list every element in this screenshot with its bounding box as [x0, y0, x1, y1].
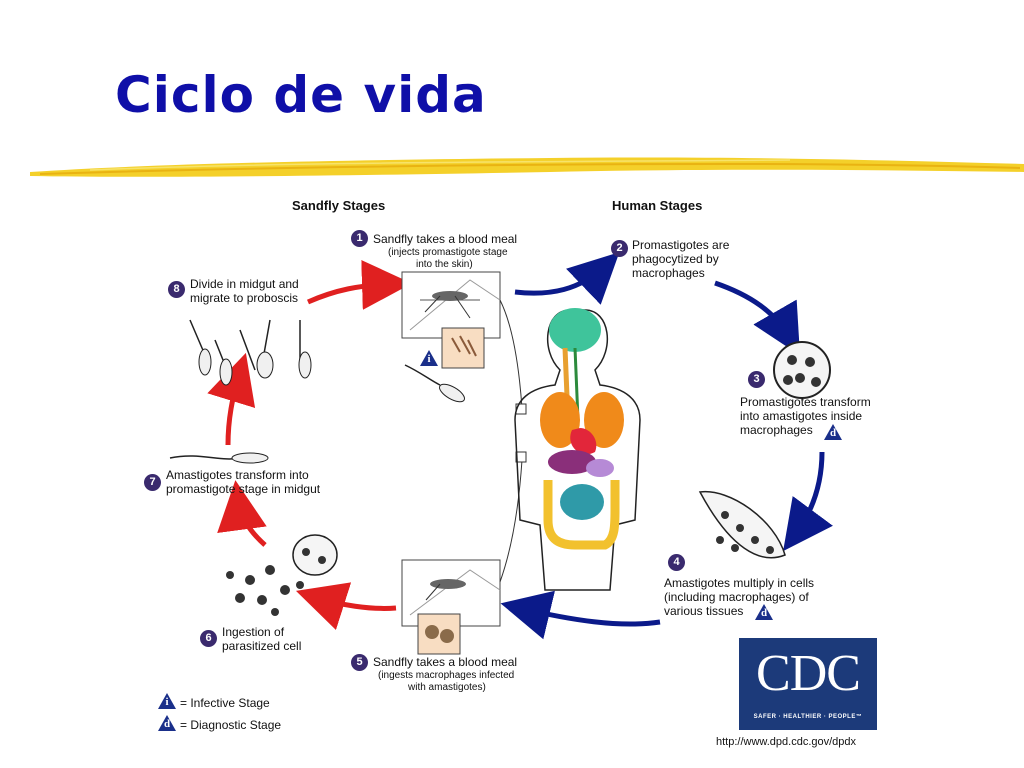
- step-1-label: Sandfly takes a blood meal: [373, 232, 518, 246]
- slide-title: Ciclo de vida: [115, 66, 487, 124]
- step-3-line2: into amastigotes inside: [740, 409, 863, 423]
- sandfly-bite-image-top: [401, 271, 501, 339]
- ingested-cells-drawing: [226, 534, 338, 616]
- step-5-sub2: with amastigotes): [408, 682, 486, 693]
- legend-diagnostic-icon: d: [158, 715, 176, 731]
- step-3-badge: 3: [748, 371, 765, 388]
- cdc-logo-tagline: SAFER · HEALTHIER · PEOPLE™: [753, 714, 863, 720]
- step-7-line1: Amastigotes transform into: [166, 468, 309, 482]
- step-7-badge: 7: [144, 474, 161, 491]
- step-2-line2: phagocytized by: [632, 252, 719, 266]
- step-7-line2: promastigote stage in midgut: [166, 482, 321, 496]
- human-stages-header: Human Stages: [612, 198, 703, 213]
- step-8-line2: migrate to proboscis: [190, 291, 299, 305]
- arrow-8-to-1: [306, 259, 412, 310]
- amastigote-inset-image: [417, 613, 461, 655]
- step-3-line1: Promastigotes transform: [740, 395, 871, 409]
- step-2-line1: Promastigotes are: [632, 238, 730, 252]
- step-3-line3: macrophages: [740, 423, 813, 437]
- cdc-logo-text: CDC: [756, 645, 861, 702]
- promastigote-inset-image: [441, 327, 485, 369]
- infective-stage-marker-1: i: [420, 350, 438, 366]
- step-4-line3: various tissues: [664, 604, 744, 618]
- arrow-4-to-5: [500, 590, 661, 640]
- step-4-line2: (including macrophages) of: [664, 590, 809, 604]
- cdc-logo: CDC SAFER · HEALTHIER · PEOPLE™: [739, 638, 877, 730]
- macrophage-amastigotes-drawing: [773, 341, 831, 399]
- step-8-line1: Divide in midgut and: [190, 277, 299, 291]
- arrow-5-to-6: [295, 582, 397, 630]
- step-1-sub2: into the skin): [416, 259, 473, 270]
- step-8-badge: 8: [168, 281, 185, 298]
- step-6-line1: Ingestion of: [222, 625, 285, 639]
- step-2-line3: macrophages: [632, 266, 705, 280]
- step-4-badge: 4: [668, 554, 685, 571]
- diagnostic-stage-marker-4: d: [755, 604, 773, 620]
- human-body-figure: [514, 308, 641, 591]
- step-6-badge: 6: [200, 630, 217, 647]
- infective-promastigote-drawing: [404, 364, 465, 403]
- diagnostic-stage-marker-3: d: [824, 424, 842, 440]
- step-1-badge: 1: [351, 230, 368, 247]
- arrow-7-to-8: [207, 352, 256, 446]
- brush-stroke-divider: [30, 157, 1024, 177]
- sandfly-stages-header: Sandfly Stages: [292, 198, 386, 213]
- step-5-badge: 5: [351, 654, 368, 671]
- step-1-sub1: (injects promastigote stage: [388, 247, 508, 258]
- source-url: http://www.dpd.cdc.gov/dpdx: [716, 736, 857, 748]
- legend-diagnostic-label: = Diagnostic Stage: [180, 718, 282, 732]
- life-cycle-diagram: [169, 252, 833, 655]
- legend-infective-icon: i: [158, 693, 176, 709]
- step-5-label: Sandfly takes a blood meal: [373, 655, 518, 669]
- arrow-2-to-3: [714, 280, 801, 356]
- arrow-3-to-4: [783, 451, 833, 552]
- arrow-1-to-2: [514, 252, 620, 305]
- arrow-6-to-7: [217, 480, 267, 547]
- step-4-line1: Amastigotes multiply in cells: [664, 576, 815, 590]
- midgut-promastigote-drawing: [169, 452, 269, 464]
- step-2-badge: 2: [611, 240, 628, 257]
- promastigotes-drawing: [189, 319, 312, 386]
- tissue-cells-drawing: [698, 490, 786, 559]
- legend-infective-label: = Infective Stage: [180, 696, 270, 710]
- step-5-sub1: (ingests macrophages infected: [378, 670, 515, 681]
- step-6-line2: parasitized cell: [222, 639, 302, 653]
